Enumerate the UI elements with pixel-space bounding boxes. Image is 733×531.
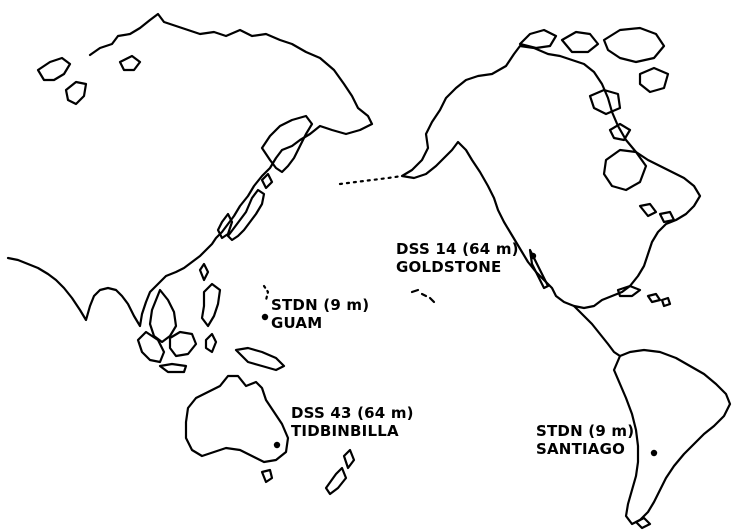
australia-coastline — [184, 374, 290, 464]
hawaii-islands — [410, 288, 436, 304]
tidbinbilla-station-label: DSS 43 (64 m) TIDBINBILLA — [291, 404, 414, 440]
indonesia-islands — [136, 330, 286, 374]
new-zealand-coastline — [324, 448, 356, 496]
santiago-station-line1: STDN (9 m) — [536, 422, 635, 440]
arctic-islands-west — [36, 54, 142, 106]
tierra-del-fuego-coastline — [634, 516, 652, 530]
goldstone-station-dot — [529, 252, 537, 260]
central-america-coastline — [572, 304, 622, 358]
guam-station-label: STDN (9 m) GUAM — [271, 296, 369, 332]
kamchatka-coastline — [260, 114, 314, 174]
great-lakes — [638, 202, 676, 224]
santiago-station-dot — [650, 449, 658, 457]
aleutian-islands — [338, 174, 404, 186]
tidbinbilla-station-line2: TIDBINBILLA — [291, 422, 399, 440]
korea-coastline — [216, 212, 234, 240]
north-america-coastline — [400, 44, 702, 310]
guam-station-line1: STDN (9 m) — [271, 296, 370, 314]
goldstone-station-line1: DSS 14 (64 m) — [396, 240, 519, 258]
santiago-station-line2: SANTIAGO — [536, 440, 626, 458]
guam-station-dot — [261, 313, 269, 321]
asia-coastline — [6, 12, 374, 328]
tidbinbilla-station-dot — [273, 441, 281, 449]
canadian-arctic-islands — [518, 26, 670, 142]
goldstone-station-line2: GOLDSTONE — [396, 258, 502, 276]
mariana-islands — [262, 284, 270, 302]
goldstone-station-label: DSS 14 (64 m) GOLDSTONE — [396, 240, 519, 276]
hudson-bay-coastline — [602, 148, 648, 192]
tidbinbilla-station-line1: DSS 43 (64 m) — [291, 404, 414, 422]
indochina-coastline — [148, 288, 178, 344]
baja-coastline — [528, 248, 550, 290]
caribbean-islands — [616, 284, 672, 308]
guam-station-line2: GUAM — [271, 314, 323, 332]
santiago-station-label: STDN (9 m) SANTIAGO — [536, 422, 634, 458]
tasmania-coastline — [260, 468, 274, 484]
south-america-coastline — [612, 348, 732, 526]
philippines-coastline — [198, 262, 222, 328]
japan-coastline — [226, 172, 274, 242]
